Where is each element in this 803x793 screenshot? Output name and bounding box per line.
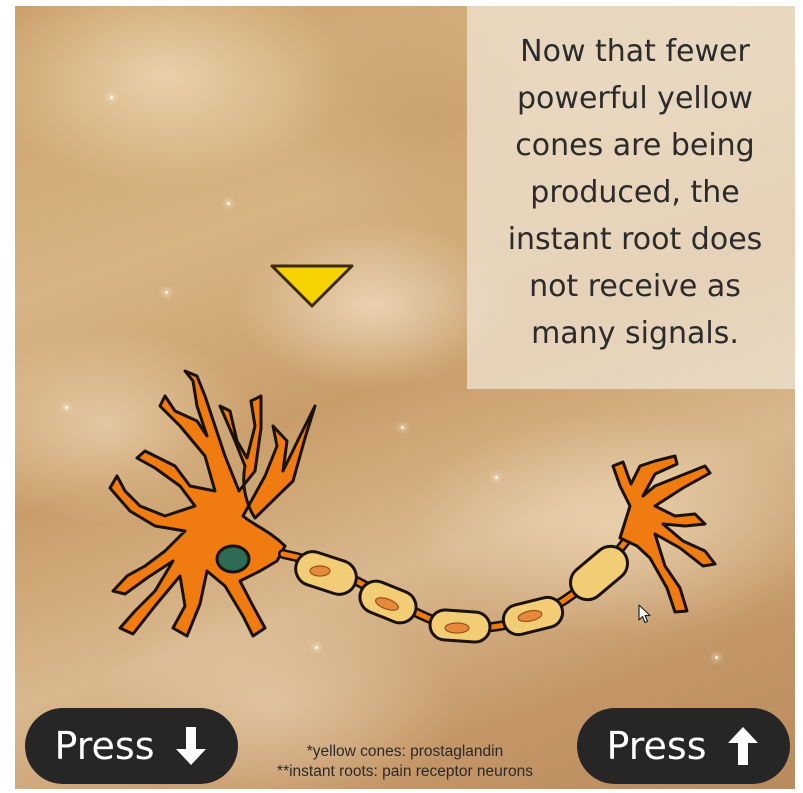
footnotes: *yellow cones: prostaglandin **instant r… [240,742,570,782]
triangle-down-icon [270,264,354,308]
neuron-cell-body [110,371,315,636]
nucleus [217,546,249,572]
arrow-up-icon [725,725,761,767]
press-up-button[interactable]: Press [577,708,790,784]
caption-text: Now that fewer powerful yellow cones are… [485,28,785,357]
footnote-instant-roots: **instant roots: pain receptor neurons [240,762,570,782]
press-down-label: Press [54,727,154,765]
caption-panel: Now that fewer powerful yellow cones are… [467,6,795,389]
press-down-button[interactable]: Press [25,708,238,784]
sparkle [110,96,113,99]
arrow-down-icon [173,725,209,767]
sparkle [165,291,168,294]
sparkle [227,202,230,205]
axon-terminal [613,456,715,612]
press-up-label: Press [606,727,706,765]
slide-canvas: Now that fewer powerful yellow cones are… [15,6,795,789]
footnote-yellow-cones: *yellow cones: prostaglandin [240,742,570,762]
neuron-diagram [15,366,795,666]
mouse-cursor-icon [638,604,651,624]
